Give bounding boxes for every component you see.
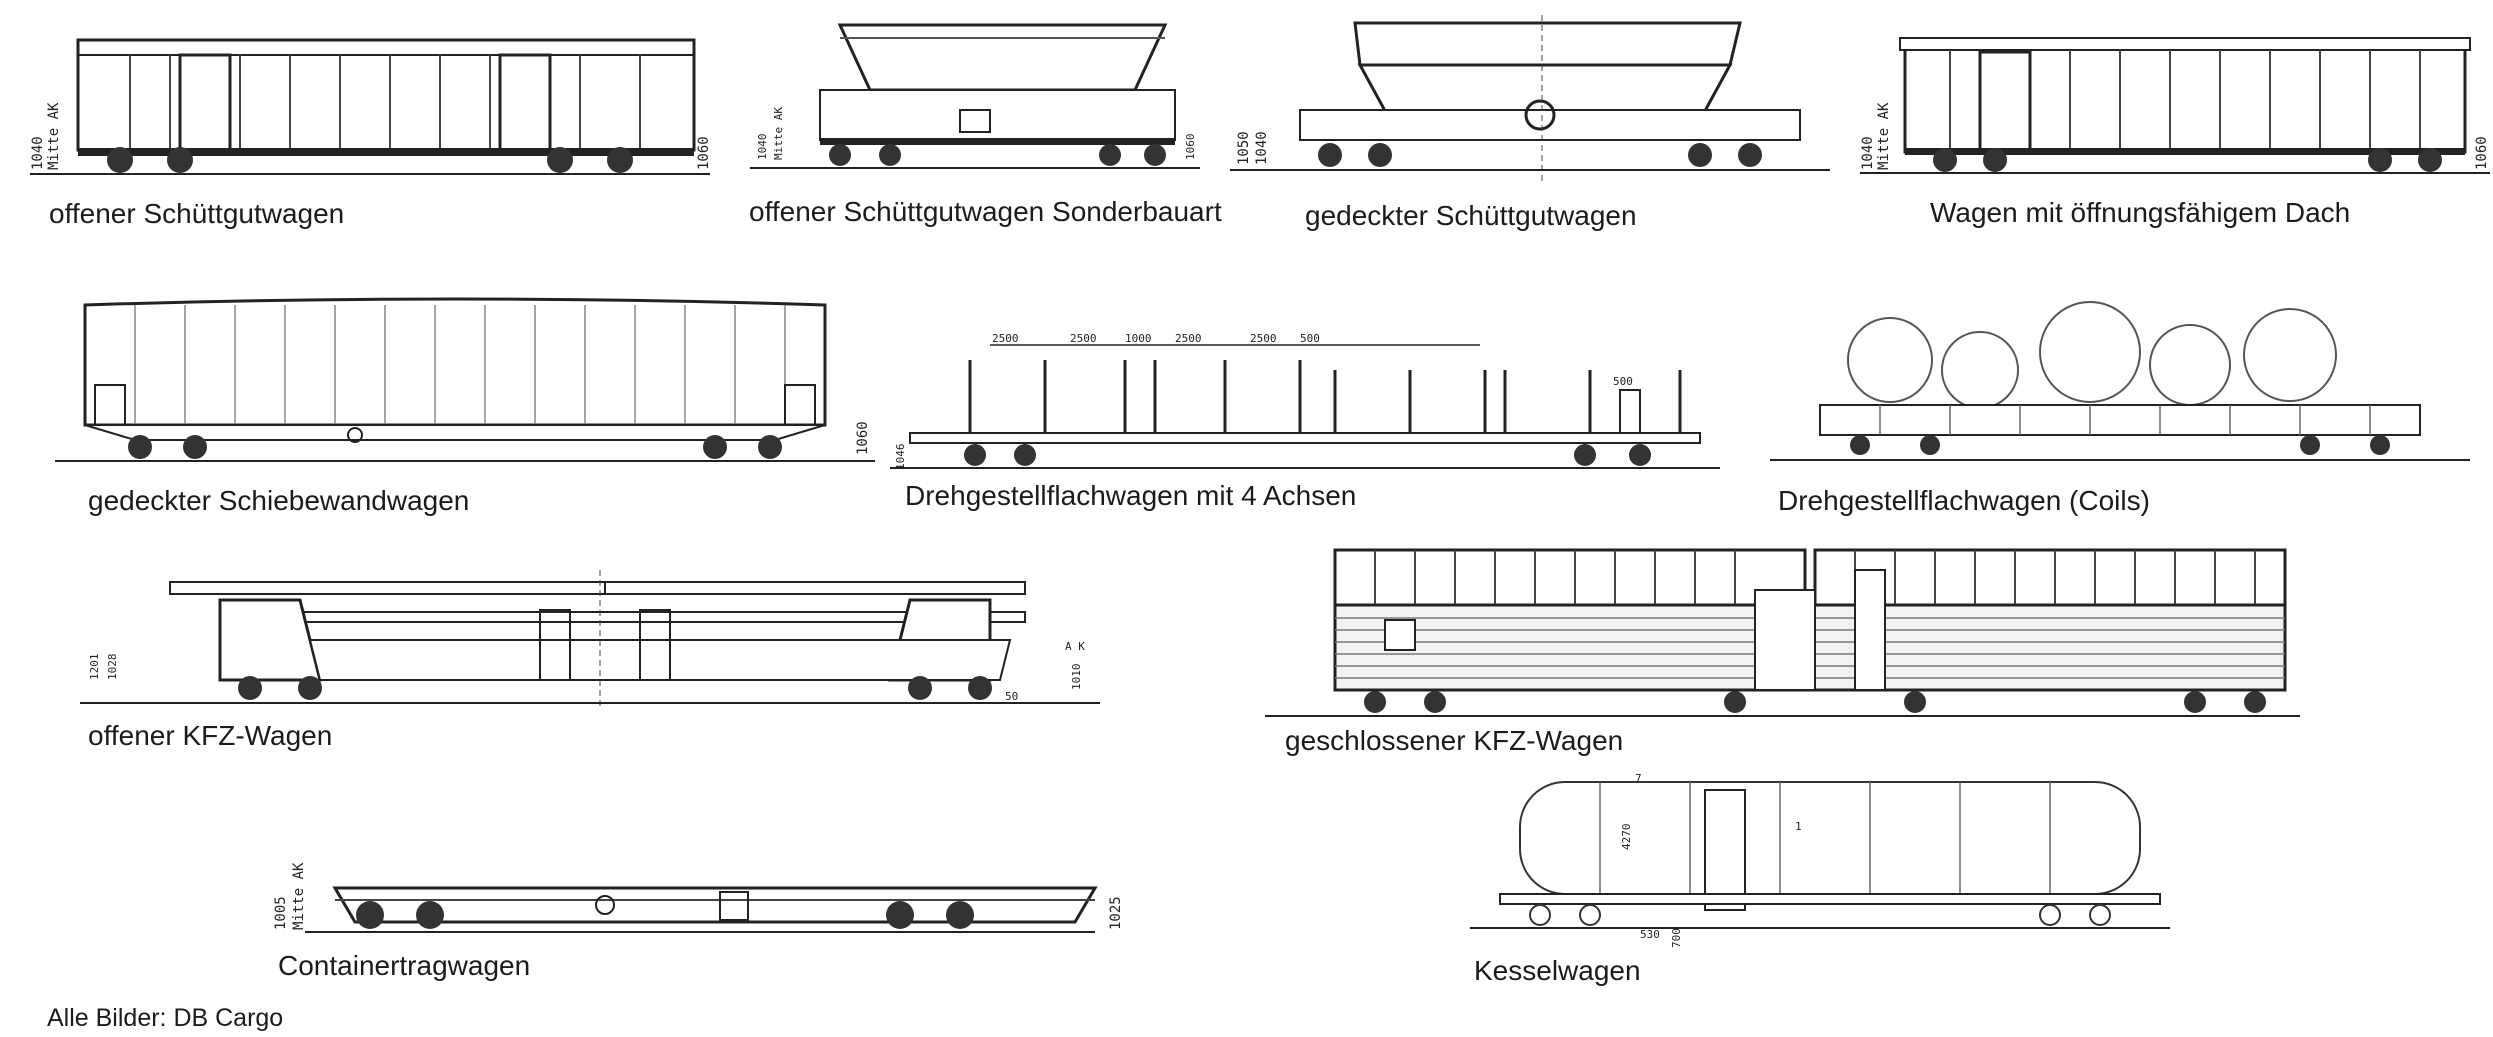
dim-offset-a: 530	[1640, 928, 1660, 941]
dim-offset: 50	[1005, 690, 1018, 703]
dim-mitte-ak: Mitte AK	[291, 862, 307, 930]
dim-spacing-6: 500	[1300, 332, 1320, 345]
dim-height-right: 1060	[696, 136, 710, 170]
container-flat-drawing: 1005 Mitte AK 1025	[265, 860, 1125, 960]
caption-container-flat: Containertragwagen	[278, 950, 531, 981]
dim-height-b: 1028	[106, 654, 119, 681]
dim-slope-b: 1	[1795, 820, 1802, 833]
dim-tank-height: 4270	[1620, 824, 1633, 851]
dim-height-a: 1201	[88, 654, 101, 681]
dim-spacing-2: 2500	[1070, 332, 1097, 345]
caption-open-bulk-special: offener Schüttgutwagen Sonderbauart	[749, 196, 1222, 227]
dim-height-left: 1040	[30, 136, 46, 170]
dim-height-left: 1005	[273, 896, 289, 930]
closed-car-carrier-drawing	[1255, 540, 2300, 730]
tank-drawing: 4270 530 700 7 1	[1470, 770, 2170, 960]
open-bulk-drawing: 1040 Mitte AK 1060	[20, 30, 710, 180]
dim-height-right: 1060	[855, 421, 871, 455]
dim-height-b: 1040	[1254, 131, 1270, 165]
dim-mitte-ak: Mitte AK	[1876, 102, 1892, 170]
dim-height-left: 1046	[894, 444, 907, 471]
bogie-flat-4axle-drawing: 2500 2500 1000 2500 2500 500 500 1046	[880, 330, 1720, 480]
caption-sliding-wall: gedeckter Schiebewandwagen	[88, 485, 470, 516]
dim-stake-width: 500	[1613, 375, 1633, 388]
opening-roof-drawing: 1040 Mitte AK 1060	[1850, 30, 2490, 180]
dim-spacing-4: 2500	[1175, 332, 1202, 345]
dim-mitte-ak: Mitte AK	[772, 107, 785, 160]
bogie-flat-coils-drawing	[1750, 290, 2480, 480]
dim-height-right: 1010	[1070, 664, 1083, 691]
dim-slope-a: 7	[1635, 772, 1642, 785]
dim-spacing-3: 1000	[1125, 332, 1152, 345]
dim-offset-b: 700	[1670, 928, 1683, 948]
open-car-carrier-drawing: 1201 1028 1010 A K 50	[80, 570, 1100, 710]
dim-ak: A K	[1065, 640, 1085, 653]
dim-height-left: 1040	[756, 134, 769, 161]
caption-tank: Kesselwagen	[1474, 955, 1641, 986]
dim-height-right: 1025	[1108, 896, 1124, 930]
caption-bogie-flat-4axle: Drehgestellflachwagen mit 4 Achsen	[905, 480, 1357, 511]
sliding-wall-drawing: 1060	[55, 295, 875, 475]
dim-spacing-5: 2500	[1250, 332, 1277, 345]
caption-closed-car-carrier: geschlossener KFZ-Wagen	[1285, 725, 1624, 756]
dim-spacing-1: 2500	[992, 332, 1019, 345]
dim-height-a: 1050	[1236, 131, 1252, 165]
dim-height-right: 1060	[2474, 136, 2490, 170]
dim-height-left: 1040	[1860, 136, 1876, 170]
dim-height-right: 1060	[1184, 134, 1197, 161]
caption-bogie-flat-coils: Drehgestellflachwagen (Coils)	[1778, 485, 2150, 516]
covered-bulk-drawing: 1050 1040	[1220, 15, 1850, 185]
caption-open-car-carrier: offener KFZ-Wagen	[88, 720, 333, 751]
caption-covered-bulk: gedeckter Schüttgutwagen	[1305, 200, 1637, 231]
caption-opening-roof: Wagen mit öffnungsfähigem Dach	[1930, 197, 2351, 228]
dim-mitte-ak: Mitte AK	[46, 102, 62, 170]
caption-open-bulk: offener Schüttgutwagen	[49, 198, 345, 229]
open-bulk-special-drawing: 1040 Mitte AK 1060	[730, 20, 1200, 180]
image-credit: Alle Bilder: DB Cargo	[47, 1004, 284, 1032]
